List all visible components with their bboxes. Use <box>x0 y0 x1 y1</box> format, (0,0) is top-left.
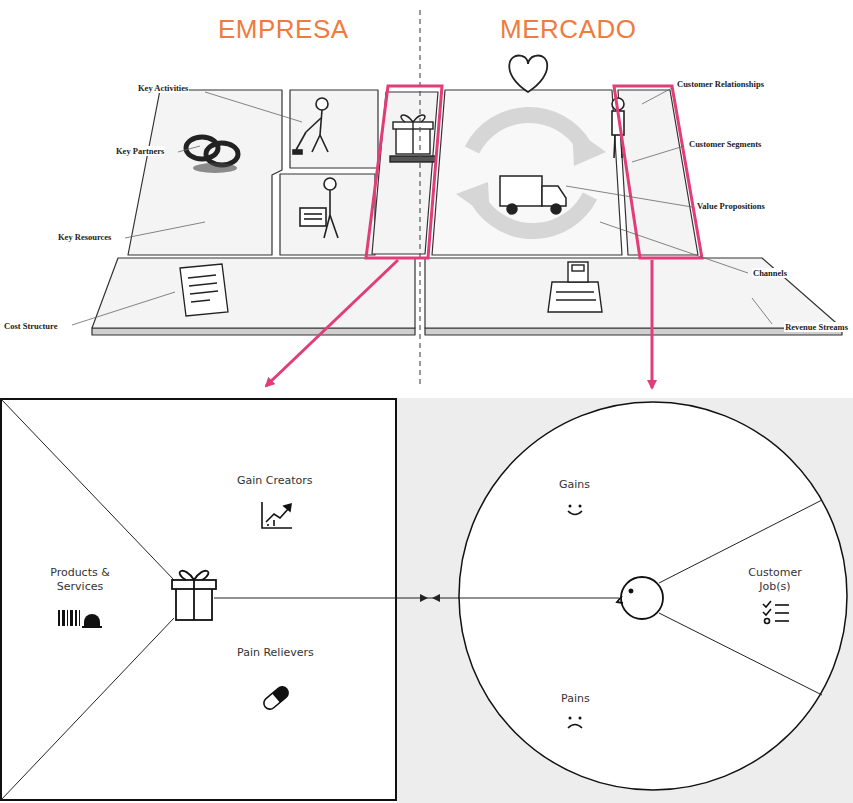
block-label: Key Activities <box>137 83 189 93</box>
customer-profile-circle: GainsCustomer Job(s) Pains <box>457 400 849 792</box>
segment-label: Pains <box>561 692 590 706</box>
market-ground <box>397 398 853 803</box>
rings-icon <box>186 137 238 173</box>
frown-symbol <box>568 717 582 729</box>
leader-lines <box>72 88 772 325</box>
canvas-board <box>92 90 842 335</box>
divider-line <box>419 10 420 386</box>
barcode-symbol <box>58 610 102 628</box>
checklist-symbol <box>763 601 789 624</box>
segment-label: Customer Job(s) <box>732 566 818 595</box>
block-label: Key Resources <box>57 232 112 242</box>
segment-label: Products & Services <box>34 566 126 595</box>
resource-figure <box>300 178 338 238</box>
segment-label: Gains <box>559 478 590 492</box>
truck-icon <box>500 176 566 214</box>
face-symbol <box>617 577 663 619</box>
block-label: Cost Structure <box>3 321 58 331</box>
block-label: Customer Segments <box>688 139 762 149</box>
block-label: Channels <box>752 268 788 278</box>
segment-label: Gain Creators <box>237 474 313 488</box>
cycle-arrows <box>456 115 606 231</box>
smile-symbol <box>568 505 582 515</box>
block-label: Key Partners <box>115 146 165 156</box>
value-map-square <box>0 398 397 801</box>
pill-symbol <box>261 684 290 711</box>
fit-connector <box>396 598 459 599</box>
segment-label: Pain Relievers <box>237 646 314 660</box>
value-map-square: Gain CreatorsProducts & ServicesPain Rel… <box>0 398 397 801</box>
chart-symbol <box>262 502 292 528</box>
cash-register-icon <box>548 262 602 312</box>
block-label: Value Propositions <box>696 201 766 211</box>
heart-icon <box>509 56 547 92</box>
gift-icon <box>390 115 436 162</box>
worker-figure <box>293 98 328 154</box>
section-heading: MERCADO <box>500 14 636 45</box>
document-icon <box>180 264 228 316</box>
gift-symbol <box>172 571 216 620</box>
block-label: Revenue Streams <box>784 322 849 332</box>
customer-profile-circle <box>457 400 849 792</box>
section-heading: EMPRESA <box>218 14 349 45</box>
block-label: Customer Relationships <box>676 79 765 89</box>
highlight-frames <box>266 86 702 388</box>
